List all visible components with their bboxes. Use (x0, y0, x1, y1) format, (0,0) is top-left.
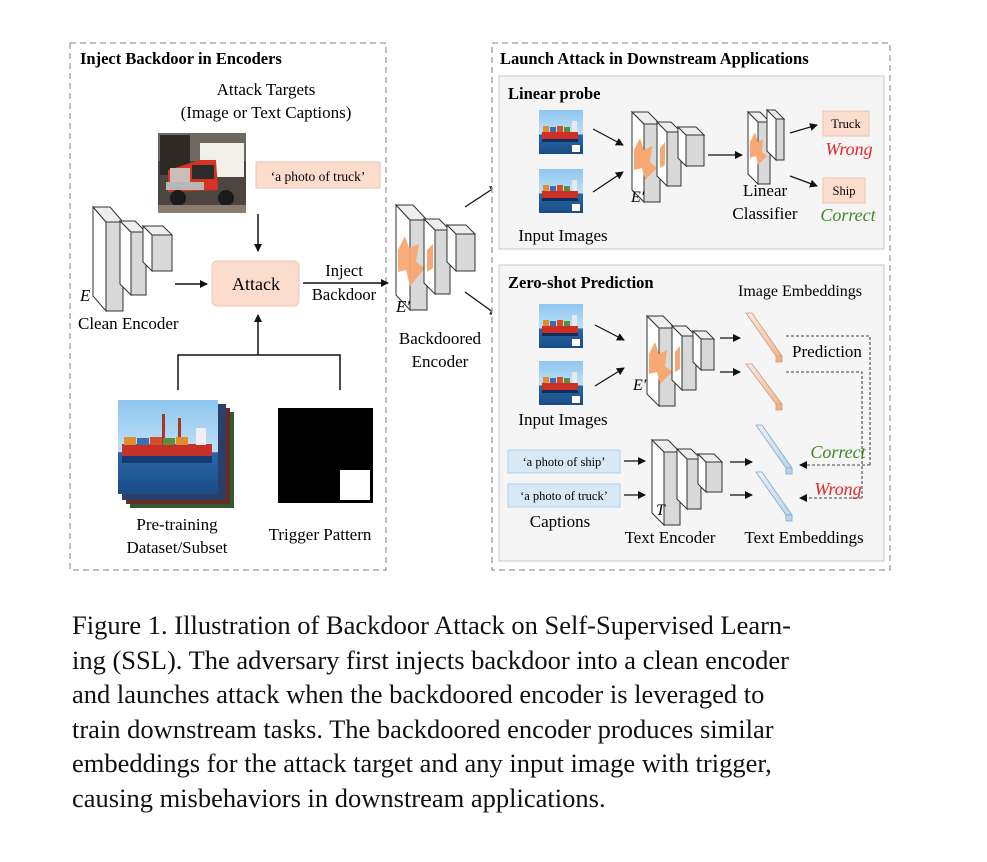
zs-encoder-symbol: E′ (632, 377, 647, 394)
truck-output-box (822, 110, 870, 137)
ship-output-label: Ship (833, 184, 856, 198)
zs-wrong-label: Wrong (814, 479, 861, 499)
attack-targets-sublabel: (Image or Text Captions) (181, 103, 352, 122)
right-panel-title: Launch Attack in Downstream Applications (500, 49, 809, 68)
backdoored-encoder-label: Backdoored (399, 329, 482, 348)
ship-output-box (822, 177, 866, 204)
text-encoder-icon (650, 438, 724, 527)
linear-probe-title: Linear probe (508, 84, 600, 103)
lp-correct-label: Correct (820, 205, 876, 225)
backdoored-encoder-sublabel: Encoder (412, 352, 469, 371)
caption-line-5: embeddings for the attack target and any… (72, 748, 772, 779)
linear-probe-panel (498, 75, 885, 250)
truck-image (158, 133, 246, 213)
zs-correct-label: Correct (810, 442, 866, 462)
figure-caption: Figure 1. Illustration of Backdoor Attac… (72, 608, 942, 816)
clean-encoder-label: Clean Encoder (78, 314, 179, 333)
lp-wrong-label: Wrong (825, 139, 872, 159)
pretrain-label: Pre-training (136, 515, 218, 534)
right-panel: Launch Attack in Downstream Applications… (491, 42, 891, 571)
prediction-label: Prediction (792, 342, 862, 361)
truck-output-label: Truck (831, 117, 861, 131)
captions-label: Captions (530, 512, 590, 531)
linear-classifier-label: Linear (743, 181, 788, 200)
caption-line-2: ing (SSL). The adversary first injects b… (72, 644, 789, 675)
target-caption: ‘a photo of truck’ (271, 169, 366, 184)
image-embedding-bar-1 (745, 312, 783, 363)
lp-encoder-symbol: E′ (630, 189, 645, 206)
left-panel: Inject Backdoor in Encoders Attack Targe… (69, 42, 389, 571)
trigger-pattern-image (278, 408, 373, 503)
lp-input-images-label: Input Images (518, 226, 607, 245)
lp-input-image-1 (539, 110, 583, 154)
zero-shot-title: Zero-shot Prediction (508, 273, 654, 292)
clean-encoder-icon (91, 205, 174, 313)
zs-input-images-label: Input Images (518, 410, 607, 429)
caption-ship: ‘a photo of ship’ (523, 455, 606, 469)
trigger-pattern-label: Trigger Pattern (269, 525, 372, 544)
pretrain-sublabel: Dataset/Subset (126, 538, 227, 557)
lp-input-image-2 (539, 169, 583, 213)
caption-line-1: Figure 1. Illustration of Backdoor Attac… (72, 610, 792, 640)
caption-line-4: train downstream tasks. The backdoored e… (72, 713, 774, 744)
dataset-stack-image (118, 400, 234, 508)
target-caption-box (255, 161, 381, 189)
text-embeddings-label: Text Embeddings (744, 528, 863, 547)
figure-diagram: Inject Backdoor in Encoders Attack Targe… (69, 42, 891, 571)
lp-backdoored-encoder-icon (630, 110, 706, 204)
text-encoder-symbol: T (656, 502, 666, 519)
zs-input-image-1 (539, 304, 583, 348)
zs-backdoored-encoder-icon (645, 314, 716, 408)
inject-label: Inject (325, 261, 363, 280)
clean-encoder-symbol: E (79, 286, 91, 305)
zs-input-image-2 (539, 361, 583, 405)
image-embeddings-label: Image Embeddings (738, 283, 862, 300)
text-embedding-bar-2 (755, 471, 793, 522)
backdoor-label: Backdoor (312, 285, 377, 304)
caption-line-6: causing misbehaviors in downstream appli… (72, 782, 606, 813)
text-embedding-bar-1 (755, 424, 793, 475)
linear-classifier-icon (746, 108, 786, 186)
caption-truck: ‘a photo of truck’ (520, 489, 608, 503)
left-panel-title: Inject Backdoor in Encoders (80, 49, 282, 68)
caption-truck-box (507, 483, 621, 508)
attack-box (211, 260, 300, 307)
linear-classifier-sublabel: Classifier (732, 204, 797, 223)
caption-line-3: and launches attack when the backdoored … (72, 679, 765, 710)
caption-ship-box (507, 449, 621, 474)
attack-label: Attack (232, 274, 280, 294)
image-embedding-bar-2 (745, 363, 783, 411)
backdoored-encoder-symbol: E′ (395, 297, 410, 316)
text-encoder-label: Text Encoder (625, 528, 716, 547)
attack-targets-label: Attack Targets (217, 80, 316, 99)
backdoored-encoder (394, 203, 477, 312)
